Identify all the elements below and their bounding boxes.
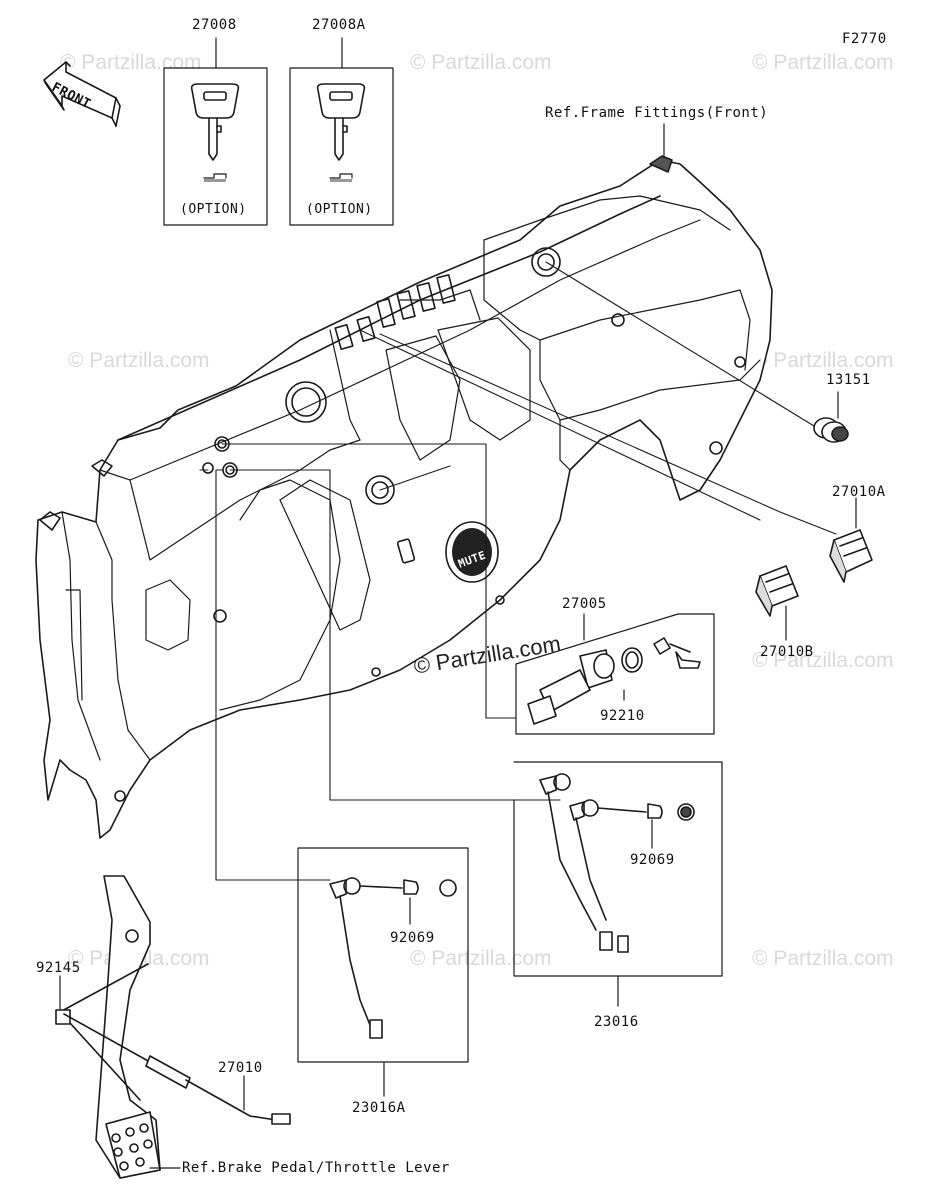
part-label-27008a: 27008A: [312, 17, 366, 33]
part-label-92210: 92210: [600, 708, 645, 724]
part-label-27010: 27010: [218, 1060, 263, 1076]
power-socket-icon: [813, 391, 849, 443]
watermark: © Partzilla.com: [410, 51, 552, 74]
dashboard-panel: [35, 155, 773, 839]
watermark: © Partzilla.com: [752, 349, 894, 372]
watermark: © Partzilla.com: [752, 649, 894, 672]
ignition-box: [515, 613, 715, 735]
key-icon-a: [190, 83, 240, 182]
part-label-27010a: 27010A: [832, 484, 886, 500]
watermark: © Partzilla.com: [410, 947, 552, 970]
part-label-27005: 27005: [562, 596, 607, 612]
part-label-92145: 92145: [36, 960, 81, 976]
watermark: © Partzilla.com: [752, 51, 894, 74]
diagram-id-label: F2770: [842, 31, 887, 47]
part-label-23016a: 23016A: [352, 1100, 406, 1116]
part-label-13151: 13151: [826, 372, 871, 388]
part-label-27008: 27008: [192, 17, 237, 33]
part-label-23016: 23016: [594, 1014, 639, 1030]
harness-box: [513, 761, 723, 1007]
option-note-a: (OPTION): [180, 202, 247, 217]
option-note-b: (OPTION): [306, 202, 373, 217]
rocker-switch-icon-b: [755, 565, 799, 641]
key-icon-b: [316, 83, 366, 182]
rocker-switch-icon-a: [829, 497, 873, 583]
ref-frame-fittings-label[interactable]: Ref.Frame Fittings(Front): [545, 105, 769, 121]
ref-brake-pedal-label[interactable]: Ref.Brake Pedal/Throttle Lever: [182, 1160, 450, 1176]
watermark: © Partzilla.com: [68, 349, 210, 372]
part-label-27010b: 27010B: [760, 644, 814, 660]
ignition-key-icon: [653, 637, 701, 669]
front-arrow-icon: [43, 61, 121, 127]
harness-box-a: [297, 847, 469, 1097]
part-label-92069-upper: 92069: [630, 852, 675, 868]
watermark: © Partzilla.com: [752, 947, 894, 970]
brake-pedal-assembly: [55, 875, 291, 1179]
part-label-92069-lower: 92069: [390, 930, 435, 946]
